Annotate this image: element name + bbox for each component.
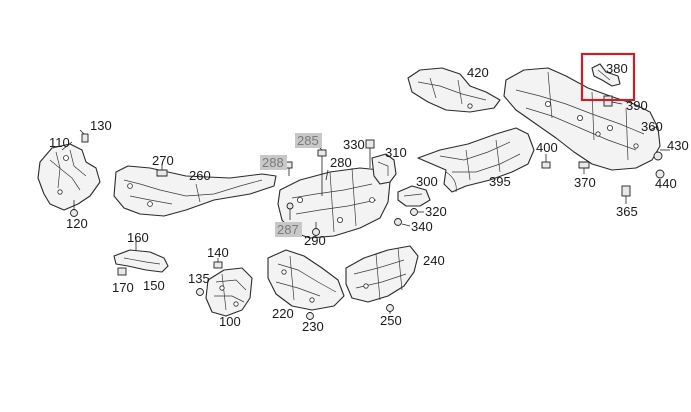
callout-230[interactable]: 230 bbox=[302, 319, 324, 334]
fastener-400[interactable] bbox=[541, 154, 551, 169]
callout-220[interactable]: 220 bbox=[272, 306, 294, 321]
callout-170[interactable]: 170 bbox=[112, 280, 134, 295]
leader-110 bbox=[61, 141, 73, 151]
fastener-330[interactable] bbox=[365, 139, 375, 168]
callout-420[interactable]: 420 bbox=[467, 65, 489, 80]
part-240-floor-shield[interactable] bbox=[345, 245, 419, 303]
callout-390[interactable]: 390 bbox=[626, 98, 648, 113]
fastener-340[interactable] bbox=[394, 218, 411, 227]
callout-160[interactable]: 160 bbox=[127, 230, 149, 245]
callout-240[interactable]: 240 bbox=[423, 253, 445, 268]
fastener-120[interactable] bbox=[70, 200, 78, 217]
callout-270[interactable]: 270 bbox=[152, 153, 174, 168]
leader-280 bbox=[325, 169, 329, 181]
fastener-440[interactable] bbox=[655, 169, 665, 179]
fastener-230[interactable] bbox=[306, 312, 314, 320]
callout-288[interactable]: 288 bbox=[262, 155, 284, 170]
callout-280[interactable]: 280 bbox=[330, 155, 352, 170]
fastener-365[interactable] bbox=[621, 185, 631, 204]
fastener-170[interactable] bbox=[117, 267, 127, 276]
part-310-bracket[interactable] bbox=[371, 153, 397, 185]
fastener-250[interactable] bbox=[386, 304, 394, 315]
callout-100[interactable]: 100 bbox=[219, 314, 241, 329]
callout-120[interactable]: 120 bbox=[66, 216, 88, 231]
callout-287[interactable]: 287 bbox=[277, 222, 299, 237]
fastener-130[interactable] bbox=[79, 129, 89, 143]
callout-430[interactable]: 430 bbox=[667, 138, 689, 153]
callout-340[interactable]: 340 bbox=[411, 219, 433, 234]
selected-callout-box bbox=[580, 52, 636, 102]
part-280-center-shield[interactable] bbox=[277, 167, 391, 239]
callout-130[interactable]: 130 bbox=[90, 118, 112, 133]
fastener-320[interactable] bbox=[410, 208, 425, 216]
part-420-upper-shield[interactable] bbox=[407, 67, 501, 113]
callout-360[interactable]: 360 bbox=[641, 119, 663, 134]
fastener-370[interactable] bbox=[578, 161, 590, 174]
callout-370[interactable]: 370 bbox=[574, 175, 596, 190]
callout-310[interactable]: 310 bbox=[385, 145, 407, 160]
fastener-290[interactable] bbox=[312, 222, 320, 236]
fastener-287[interactable] bbox=[286, 202, 294, 220]
callout-290[interactable]: 290 bbox=[304, 233, 326, 248]
callout-260[interactable]: 260 bbox=[189, 168, 211, 183]
fastener-140[interactable] bbox=[213, 258, 223, 269]
part-100-bracket[interactable] bbox=[205, 267, 253, 317]
part-260-heat-shield[interactable] bbox=[113, 165, 277, 217]
fastener-135[interactable] bbox=[196, 288, 204, 296]
part-150-bracket[interactable] bbox=[113, 238, 169, 273]
callout-365[interactable]: 365 bbox=[616, 204, 638, 219]
callout-288-highlight bbox=[260, 155, 287, 170]
part-380-small-bracket[interactable] bbox=[591, 63, 621, 87]
fastener-270[interactable] bbox=[156, 164, 168, 177]
callout-440[interactable]: 440 bbox=[655, 176, 677, 191]
callout-135[interactable]: 135 bbox=[188, 271, 210, 286]
callout-150[interactable]: 150 bbox=[143, 278, 165, 293]
part-360-rear-shield[interactable] bbox=[503, 67, 661, 171]
callout-380[interactable]: 380 bbox=[606, 61, 628, 76]
callout-110[interactable]: 110 bbox=[49, 135, 70, 150]
part-395-tunnel-shield[interactable] bbox=[417, 127, 535, 193]
part-220-lower-shield[interactable] bbox=[267, 249, 345, 311]
callout-285-highlight bbox=[295, 133, 322, 148]
callout-400[interactable]: 400 bbox=[536, 140, 558, 155]
part-110-bracket[interactable] bbox=[37, 143, 101, 211]
callout-140[interactable]: 140 bbox=[207, 245, 229, 260]
fastener-430[interactable] bbox=[653, 149, 670, 161]
part-300-clamp[interactable] bbox=[397, 185, 431, 207]
callout-300[interactable]: 300 bbox=[416, 174, 438, 189]
callout-250[interactable]: 250 bbox=[380, 313, 402, 328]
callout-330[interactable]: 330 bbox=[343, 137, 365, 152]
callout-285[interactable]: 285 bbox=[297, 133, 319, 148]
leader-360 bbox=[649, 125, 659, 131]
callout-320[interactable]: 320 bbox=[425, 204, 447, 219]
callout-287-highlight bbox=[275, 222, 302, 237]
callout-395[interactable]: 395 bbox=[489, 174, 511, 189]
